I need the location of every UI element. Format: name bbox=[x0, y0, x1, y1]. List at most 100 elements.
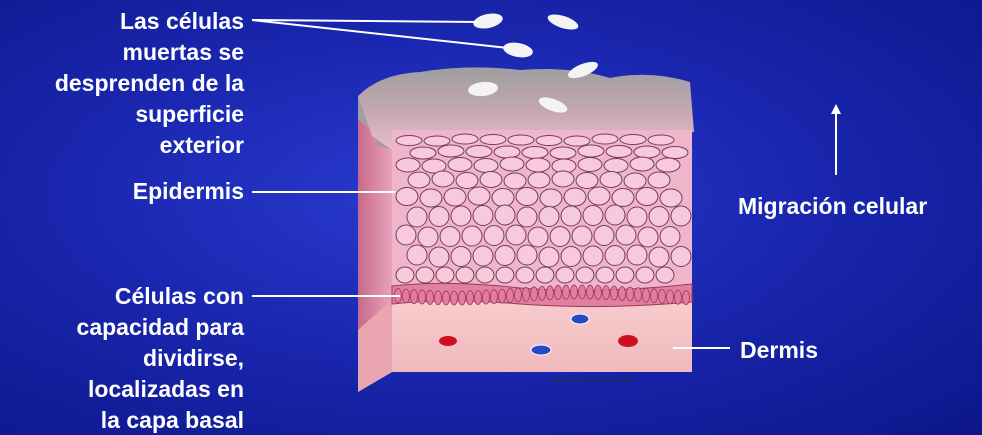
basal-cell bbox=[523, 287, 530, 301]
epidermis-cell bbox=[496, 267, 514, 283]
epidermis-cell bbox=[407, 207, 427, 227]
epidermis-cell bbox=[660, 227, 680, 247]
epidermis-cell bbox=[448, 158, 472, 172]
basal-cell bbox=[451, 291, 458, 305]
epidermis-cell bbox=[671, 247, 691, 267]
blood-cell-red-2 bbox=[618, 335, 638, 347]
epidermis-cell bbox=[517, 245, 537, 265]
basal-cell bbox=[531, 287, 538, 301]
epidermis-cell bbox=[561, 247, 581, 267]
basal-cell bbox=[587, 285, 594, 299]
epidermis-cell bbox=[451, 247, 471, 267]
epidermis-cell bbox=[407, 245, 427, 265]
epidermis-cell bbox=[660, 189, 682, 207]
epidermis-cell bbox=[444, 188, 466, 206]
basal-cell bbox=[619, 286, 626, 300]
basal-cell bbox=[683, 291, 690, 305]
epidermis-cell bbox=[429, 207, 449, 227]
epidermis-cell bbox=[600, 172, 622, 188]
blood-cell-red-1 bbox=[439, 336, 457, 346]
epidermis-cell bbox=[605, 246, 625, 266]
epidermis-cell bbox=[500, 157, 524, 171]
basal-cell bbox=[571, 285, 578, 299]
basal-cell bbox=[459, 291, 466, 305]
epidermis-cell bbox=[495, 205, 515, 225]
epidermis-cell bbox=[494, 146, 520, 158]
epidermis-cell bbox=[418, 227, 438, 247]
basal-cell bbox=[443, 291, 450, 305]
epidermis-cell bbox=[578, 158, 602, 172]
basal-cell bbox=[675, 290, 682, 304]
epidermis-cell bbox=[516, 188, 538, 206]
epidermis-cell bbox=[468, 187, 490, 205]
epidermis-cell bbox=[492, 189, 514, 207]
pointer-line-dead-1 bbox=[252, 20, 478, 22]
epidermis-cell bbox=[506, 225, 526, 245]
epidermis-cell bbox=[429, 247, 449, 267]
epidermis-cell bbox=[473, 246, 493, 266]
basal-cell bbox=[611, 286, 618, 300]
basal-cell bbox=[667, 290, 674, 304]
epidermis-cell bbox=[396, 188, 418, 206]
epidermis-cell bbox=[420, 189, 442, 207]
cell-migration-label: Migración celular bbox=[738, 191, 927, 222]
basal-cell bbox=[499, 289, 506, 303]
basal-cell bbox=[467, 291, 474, 305]
basal-cell bbox=[563, 285, 570, 299]
epidermis-cell bbox=[410, 147, 436, 159]
epidermis-cell bbox=[624, 173, 646, 189]
dead-cell bbox=[546, 11, 580, 32]
epidermis-cell bbox=[396, 225, 416, 245]
epidermis-cell bbox=[564, 136, 590, 146]
epidermis-cell bbox=[550, 147, 576, 159]
epidermis-cell bbox=[436, 267, 454, 283]
epidermis-cell bbox=[522, 147, 548, 159]
dermis-label: Dermis bbox=[740, 335, 818, 366]
epidermis-cell bbox=[396, 158, 420, 172]
epidermis-cell bbox=[605, 205, 625, 225]
epidermis-cell bbox=[662, 147, 688, 159]
epidermis-cell bbox=[671, 206, 691, 226]
epidermis-cell bbox=[583, 246, 603, 266]
basal-cell bbox=[507, 289, 514, 303]
epidermis-label: Epidermis bbox=[0, 176, 244, 207]
epidermis-cell bbox=[592, 134, 618, 144]
epidermis-cell bbox=[636, 188, 658, 206]
epidermis-cell bbox=[438, 145, 464, 157]
epidermis-cell bbox=[539, 207, 559, 227]
basal-cell bbox=[555, 285, 562, 299]
epidermis-cell bbox=[508, 135, 534, 145]
basal-cell bbox=[651, 289, 658, 303]
epidermis-cell bbox=[476, 267, 494, 283]
epidermis-cell bbox=[576, 267, 594, 283]
dead-cell bbox=[502, 41, 534, 60]
epidermis-cell bbox=[466, 146, 492, 158]
epidermis-cell bbox=[536, 136, 562, 146]
migration-arrow-head bbox=[831, 104, 841, 114]
basal-cell bbox=[643, 288, 650, 302]
epidermis-cell bbox=[440, 227, 460, 247]
basal-cell bbox=[515, 288, 522, 302]
epidermis-cell bbox=[572, 226, 592, 246]
basal-cell bbox=[435, 291, 442, 305]
blood-cell-blue-2 bbox=[531, 345, 551, 355]
epidermis-cell bbox=[627, 245, 647, 265]
epidermis-cell bbox=[656, 267, 674, 283]
epidermis-cell bbox=[516, 267, 534, 283]
epidermis-cell bbox=[596, 267, 614, 283]
epidermis-cell bbox=[480, 135, 506, 145]
epidermis-cell bbox=[396, 267, 414, 283]
epidermis-cell bbox=[604, 159, 628, 173]
epidermis-cell bbox=[539, 247, 559, 267]
basal-cell bbox=[547, 286, 554, 300]
basal-cell bbox=[427, 290, 434, 304]
epidermis-cell bbox=[452, 134, 478, 144]
basal-cell bbox=[491, 290, 498, 304]
basal-cell bbox=[579, 285, 586, 299]
dead-cells-label: Las células muertas se desprenden de la … bbox=[0, 6, 244, 161]
epidermis-cell bbox=[612, 189, 634, 207]
epidermis-cell bbox=[561, 206, 581, 226]
epidermis-cell bbox=[648, 172, 670, 188]
epidermis-cell bbox=[540, 189, 562, 207]
epidermis-cell bbox=[627, 207, 647, 227]
